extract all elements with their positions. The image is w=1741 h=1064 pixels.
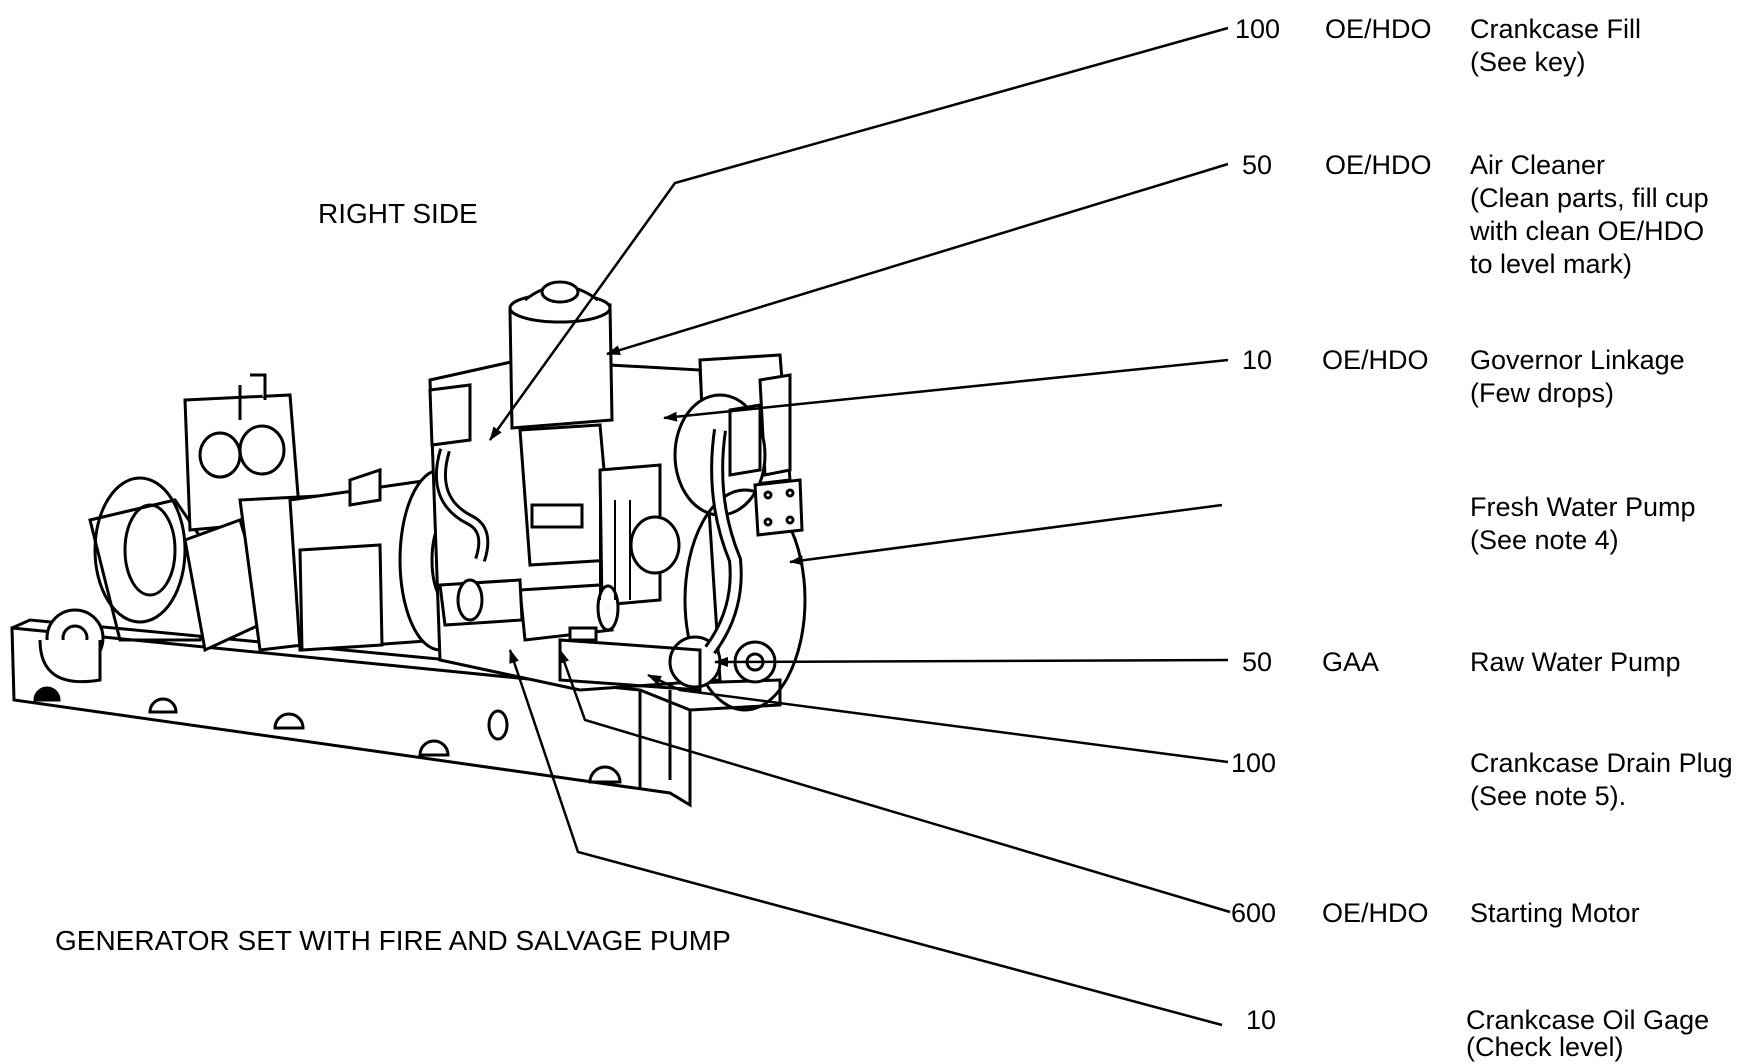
leader-lines xyxy=(490,28,1230,1025)
lubricant-label: GAA xyxy=(1322,647,1380,677)
item-label: Starting Motor xyxy=(1470,898,1640,928)
interval-label: 50 xyxy=(1241,647,1272,677)
view-label: RIGHT SIDE xyxy=(318,198,478,229)
item-label: Raw Water Pump xyxy=(1470,647,1681,677)
interval-label: 10 xyxy=(1241,345,1272,375)
item-note: (See note 5). xyxy=(1470,781,1627,811)
item-label: Crankcase Oil Gage xyxy=(1466,1005,1710,1035)
lubricant-label: OE/HDO xyxy=(1322,898,1429,928)
item-label: Fresh Water Pump xyxy=(1470,492,1696,522)
interval-label: 100 xyxy=(1234,14,1280,44)
item-label: Governor Linkage xyxy=(1470,345,1685,375)
lubricant-label: OE/HDO xyxy=(1322,345,1429,375)
item-note: (See key) xyxy=(1470,47,1586,77)
figure-caption: GENERATOR SET WITH FIRE AND SALVAGE PUMP xyxy=(55,925,731,956)
interval-label: 10 xyxy=(1245,1005,1276,1035)
skid-base xyxy=(12,620,780,805)
lubricant-label: OE/HDO xyxy=(1325,14,1432,44)
interval-label: 50 xyxy=(1241,150,1272,180)
interval-label: 100 xyxy=(1230,748,1276,778)
item-note-line: with clean OE/HDO xyxy=(1470,216,1705,246)
item-label: Crankcase Fill xyxy=(1470,14,1642,44)
item-label: Air Cleaner xyxy=(1470,150,1606,180)
diesel-engine xyxy=(430,282,805,710)
item-note: (See note 4) xyxy=(1470,525,1619,555)
item-note: (Check level) xyxy=(1466,1032,1624,1062)
item-note: (Few drops) xyxy=(1470,378,1615,408)
item-note-line: (Clean parts, fill cup xyxy=(1470,183,1709,213)
item-label: Crankcase Drain Plug xyxy=(1470,748,1733,778)
lubricant-label: OE/HDO xyxy=(1325,150,1432,180)
interval-label: 600 xyxy=(1230,898,1276,928)
item-note-line: to level mark) xyxy=(1470,249,1633,279)
